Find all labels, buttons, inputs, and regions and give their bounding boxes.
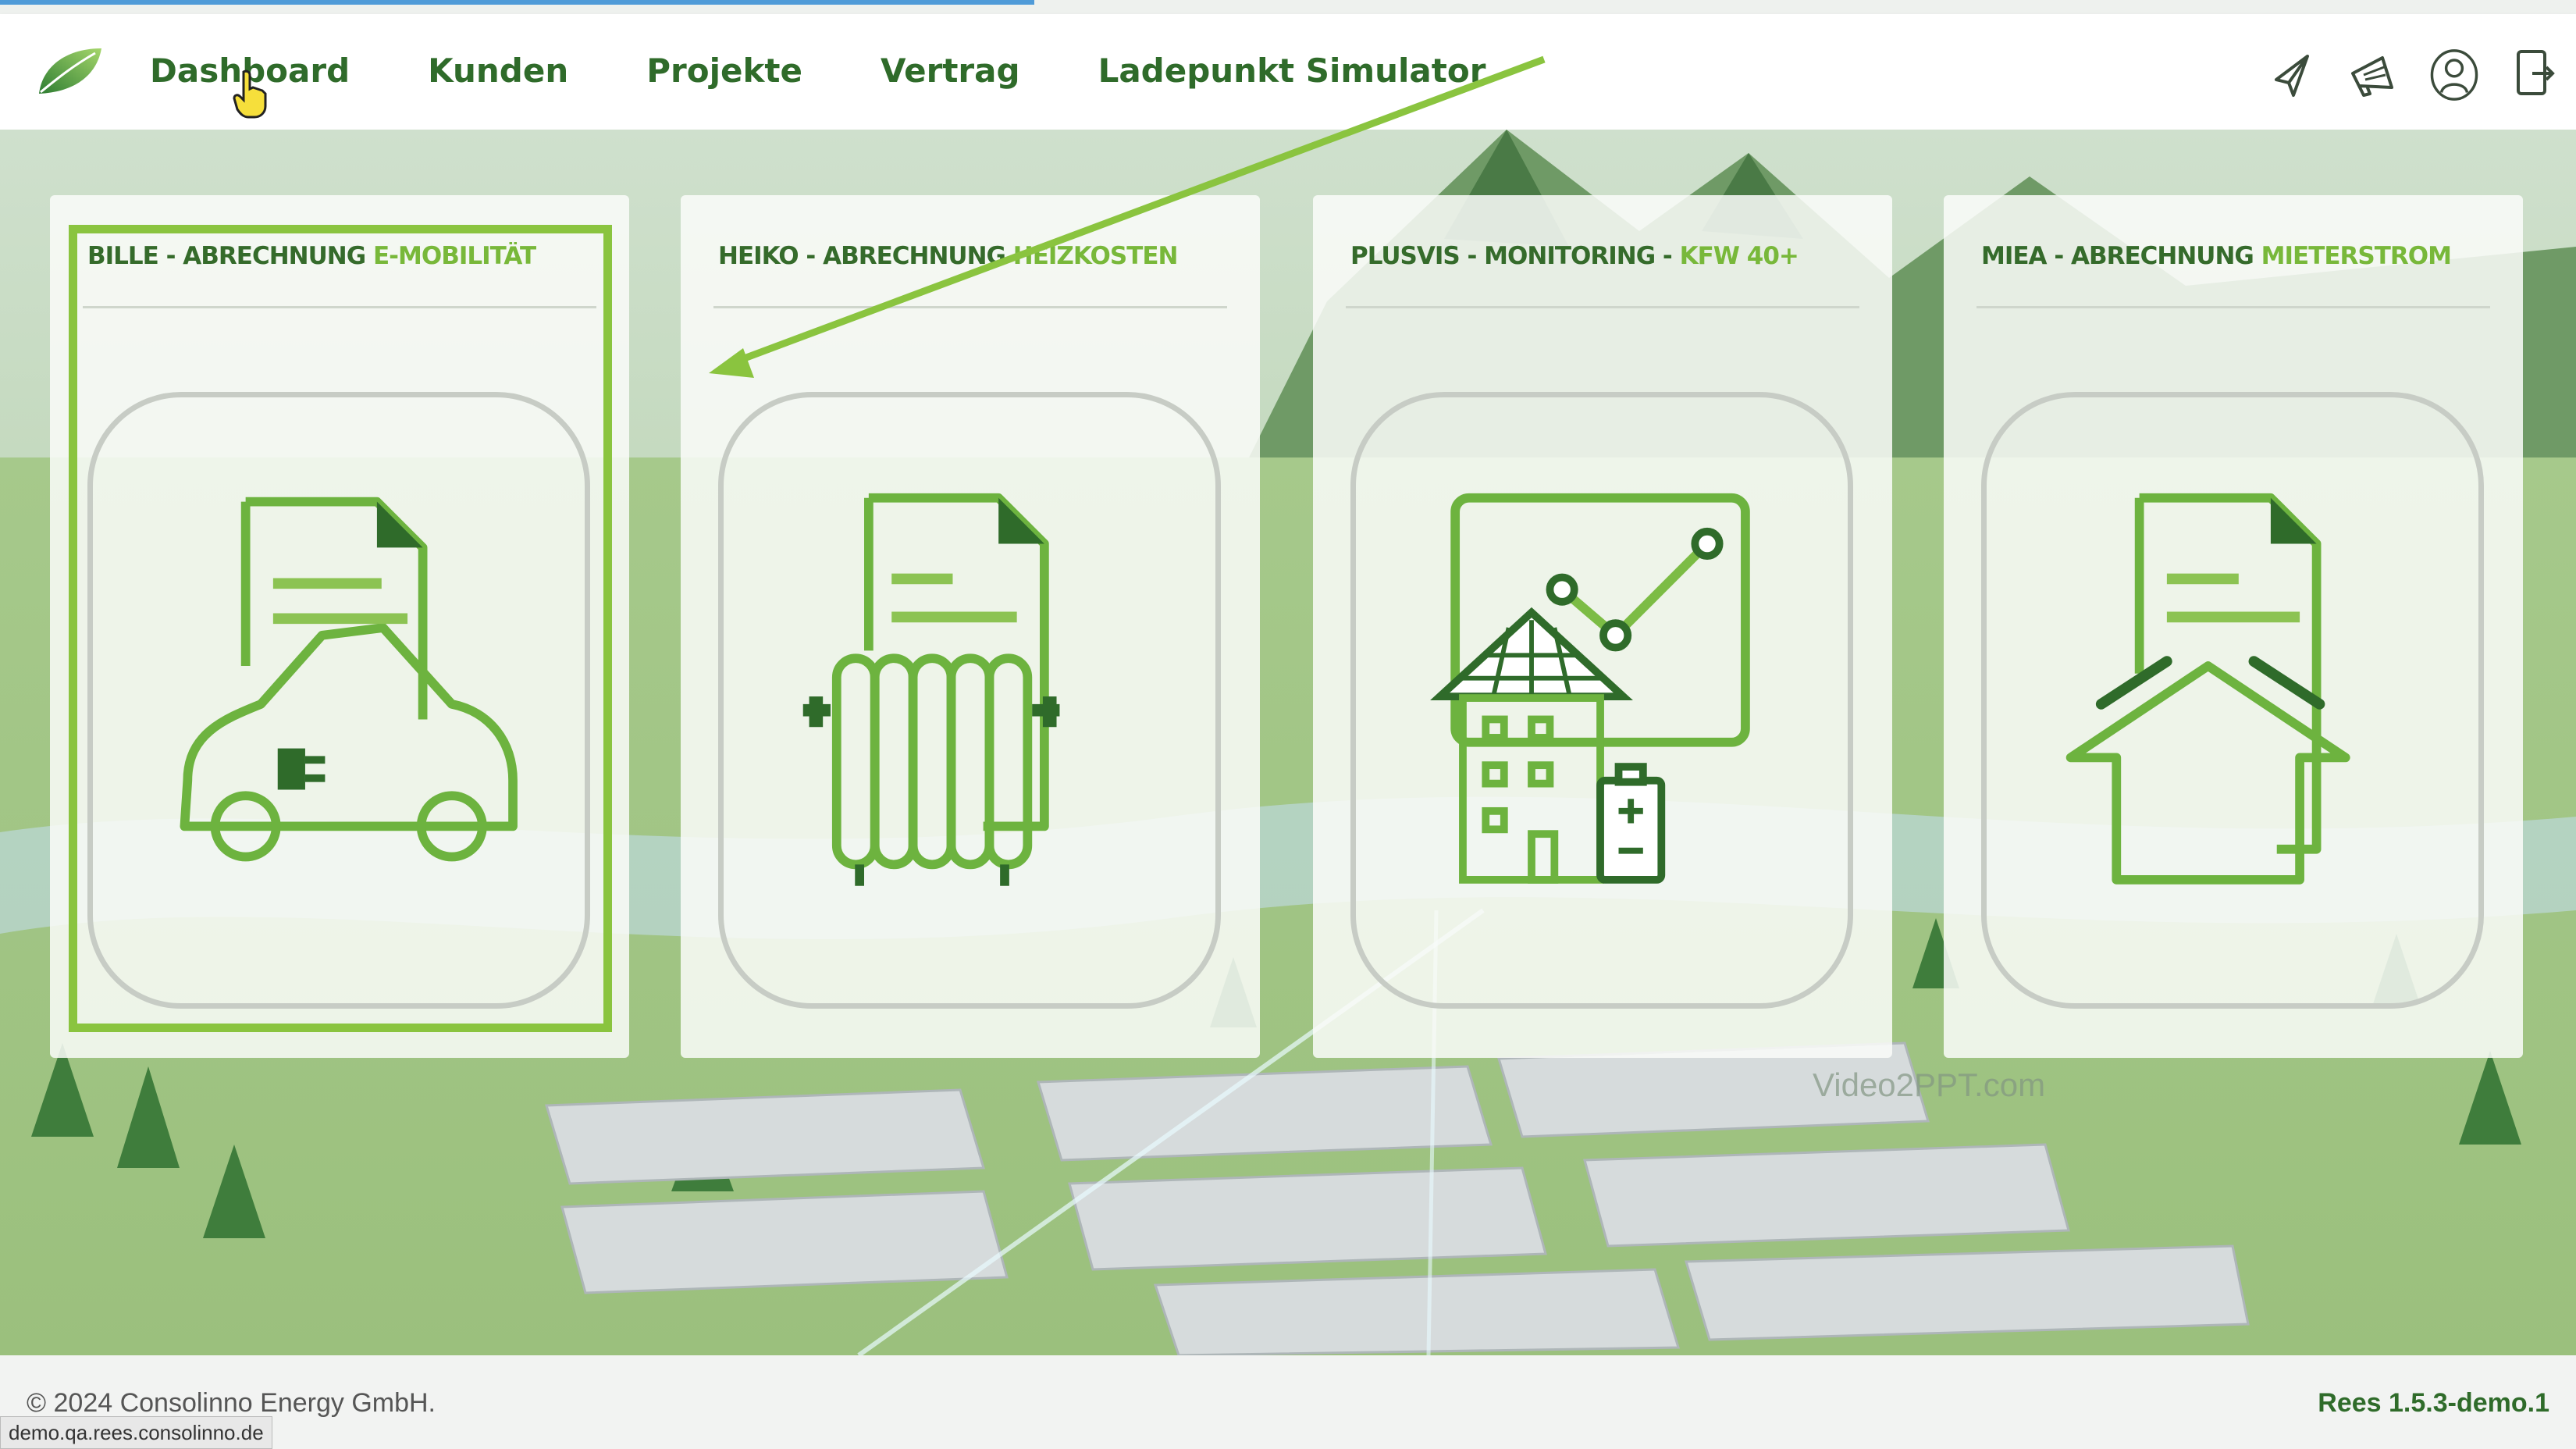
solar-house-monitoring-icon[interactable] xyxy=(1350,392,1853,1009)
nav-ladepunkt-simulator[interactable]: Ladepunkt Simulator xyxy=(1098,52,1486,90)
main-nav: Dashboard Kunden Projekte Vertrag Ladepu… xyxy=(150,45,1485,97)
top-navigation-bar: Dashboard Kunden Projekte Vertrag Ladepu… xyxy=(0,14,2576,130)
consolinno-leaf-logo[interactable] xyxy=(34,44,105,100)
annotation-highlight-frame xyxy=(69,225,612,1032)
user-profile-icon[interactable] xyxy=(2429,44,2479,106)
card-plusvis[interactable]: PLUSVIS - MONITORING - KFW 40+ xyxy=(1313,195,1892,1058)
card-miea[interactable]: MIEA - ABRECHNUNG MIETERSTROM xyxy=(1944,195,2523,1058)
card-heiko[interactable]: HEIKO - ABRECHNUNG HEIZKOSTEN xyxy=(681,195,1260,1058)
nav-projekte[interactable]: Projekte xyxy=(646,52,802,90)
nav-kunden[interactable]: Kunden xyxy=(428,52,569,90)
megaphone-icon[interactable] xyxy=(2348,44,2398,106)
card-divider xyxy=(1346,306,1859,308)
page-loading-bar xyxy=(0,0,2576,14)
copyright-text: © 2024 Consolinno Energy GmbH. xyxy=(27,1388,436,1418)
card-title: PLUSVIS - MONITORING - KFW 40+ xyxy=(1350,242,1799,270)
version-label: Rees 1.5.3-demo.1 xyxy=(2318,1388,2549,1418)
card-title: BILLE - ABRECHNUNG E-MOBILITÄT xyxy=(87,242,536,270)
card-divider xyxy=(1976,306,2490,308)
logout-icon[interactable] xyxy=(2510,44,2560,106)
mouse-cursor-hand-icon xyxy=(233,69,267,119)
send-icon[interactable] xyxy=(2267,44,2317,106)
watermark-text: Video2PPT.com xyxy=(1813,1066,2046,1103)
page-footer: © 2024 Consolinno Energy GmbH. Rees 1.5.… xyxy=(0,1355,2576,1449)
card-divider xyxy=(713,306,1227,308)
card-bille[interactable]: BILLE - ABRECHNUNG E-MOBILITÄT xyxy=(50,195,629,1058)
status-bar-url: demo.qa.rees.consolinno.de xyxy=(0,1416,272,1449)
card-title: HEIKO - ABRECHNUNG HEIZKOSTEN xyxy=(718,242,1178,270)
ev-car-document-icon[interactable] xyxy=(87,392,590,1009)
house-document-icon[interactable] xyxy=(1981,392,2484,1009)
radiator-document-icon[interactable] xyxy=(718,392,1221,1009)
card-divider xyxy=(83,306,596,308)
header-actions xyxy=(2267,44,2560,106)
nav-vertrag[interactable]: Vertrag xyxy=(880,52,1020,90)
card-title: MIEA - ABRECHNUNG MIETERSTROM xyxy=(1981,242,2452,270)
